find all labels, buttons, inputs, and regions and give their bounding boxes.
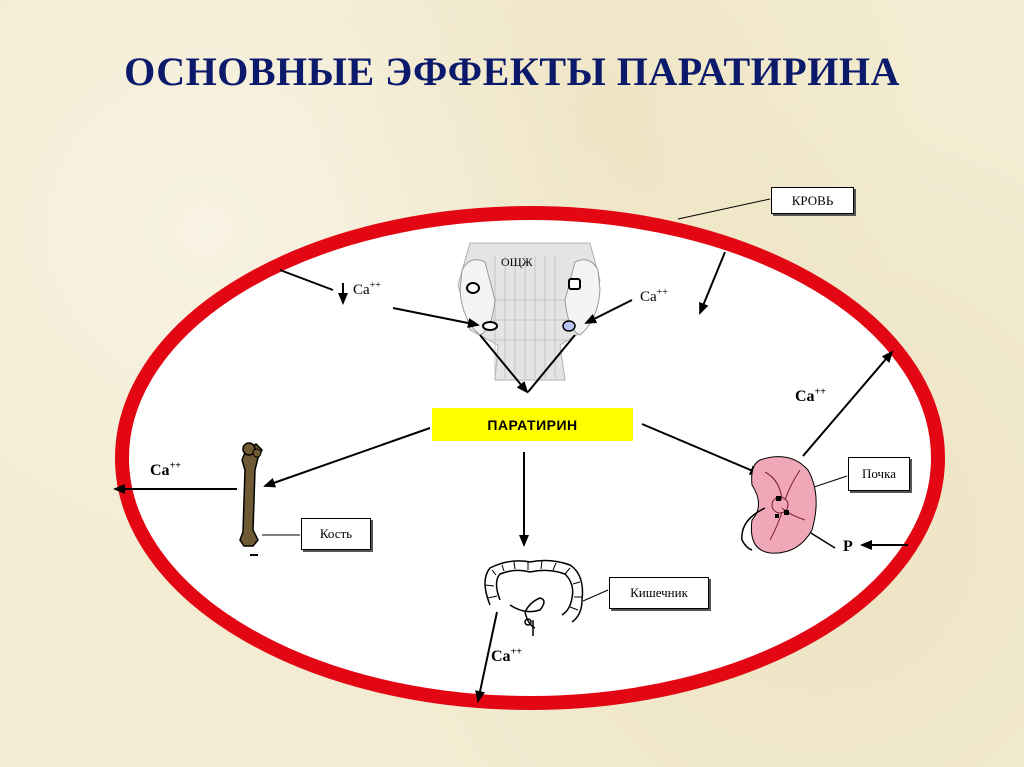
ca-text: Ca: [150, 462, 170, 479]
blood-label: КРОВЬ: [771, 187, 854, 214]
arrow-gland-to-hormone-left: [479, 334, 529, 394]
ca-label-bone: Ca++: [150, 460, 181, 480]
arrow-ca-down-right: [699, 251, 726, 315]
arrow-hormone-to-kidney: [641, 423, 762, 475]
ca-sup-text: ++: [369, 280, 381, 291]
bone-label: Кость: [301, 518, 371, 550]
ca-text: Ca: [353, 282, 370, 298]
hormone-box: ПАРАТИРИН: [432, 408, 633, 441]
ca-label-gland-left: Ca++: [353, 280, 381, 299]
kidney-label: Почка: [848, 457, 910, 491]
arrow-gland-to-hormone-right: [527, 334, 576, 393]
femur-bone-icon: [239, 442, 263, 556]
phosphate-label: P: [843, 538, 853, 555]
page-title: ОСНОВНЫЕ ЭФФЕКТЫ ПАРАТИРИНА: [124, 49, 900, 94]
kidney-label-text: Почка: [862, 466, 896, 481]
gland-label: ОЩЖ: [501, 255, 533, 269]
ca-text: Ca: [491, 648, 511, 665]
blood-leader-line: [677, 198, 771, 220]
ca-text: Ca: [640, 289, 657, 305]
ca-label-gland-right: Ca++: [640, 287, 668, 306]
blood-vessel-ellipse: [115, 206, 945, 710]
intestine-label-text: Кишечник: [630, 585, 688, 600]
arrow-kidney-ca-out: [802, 350, 894, 457]
ca-sup-text: ++: [656, 287, 668, 298]
bone-label-text: Кость: [319, 526, 353, 541]
arrow-ca-to-gland-right: [584, 299, 633, 324]
ca-sup-text: ++: [510, 646, 522, 658]
blood-label-text: КРОВЬ: [791, 192, 834, 208]
ca-text: Ca: [795, 388, 815, 405]
intestine-label: Кишечник: [609, 577, 709, 609]
intestine-leader-line: [582, 589, 609, 602]
ca-label-kidney: Ca++: [795, 386, 826, 406]
intestine-icon: [484, 559, 584, 636]
arrow-intestine-ca-out: [475, 611, 498, 703]
ca-sup-text: ++: [169, 460, 181, 472]
arrow-hormone-to-bone: [263, 427, 431, 488]
kidney-icon: [741, 456, 817, 554]
ca-sup-text: ++: [814, 386, 826, 398]
ca-label-intestine: Ca++: [491, 646, 522, 666]
arrow-ca-to-gland-left: [392, 307, 480, 328]
arrow-blood-inflow-left: [279, 269, 334, 291]
